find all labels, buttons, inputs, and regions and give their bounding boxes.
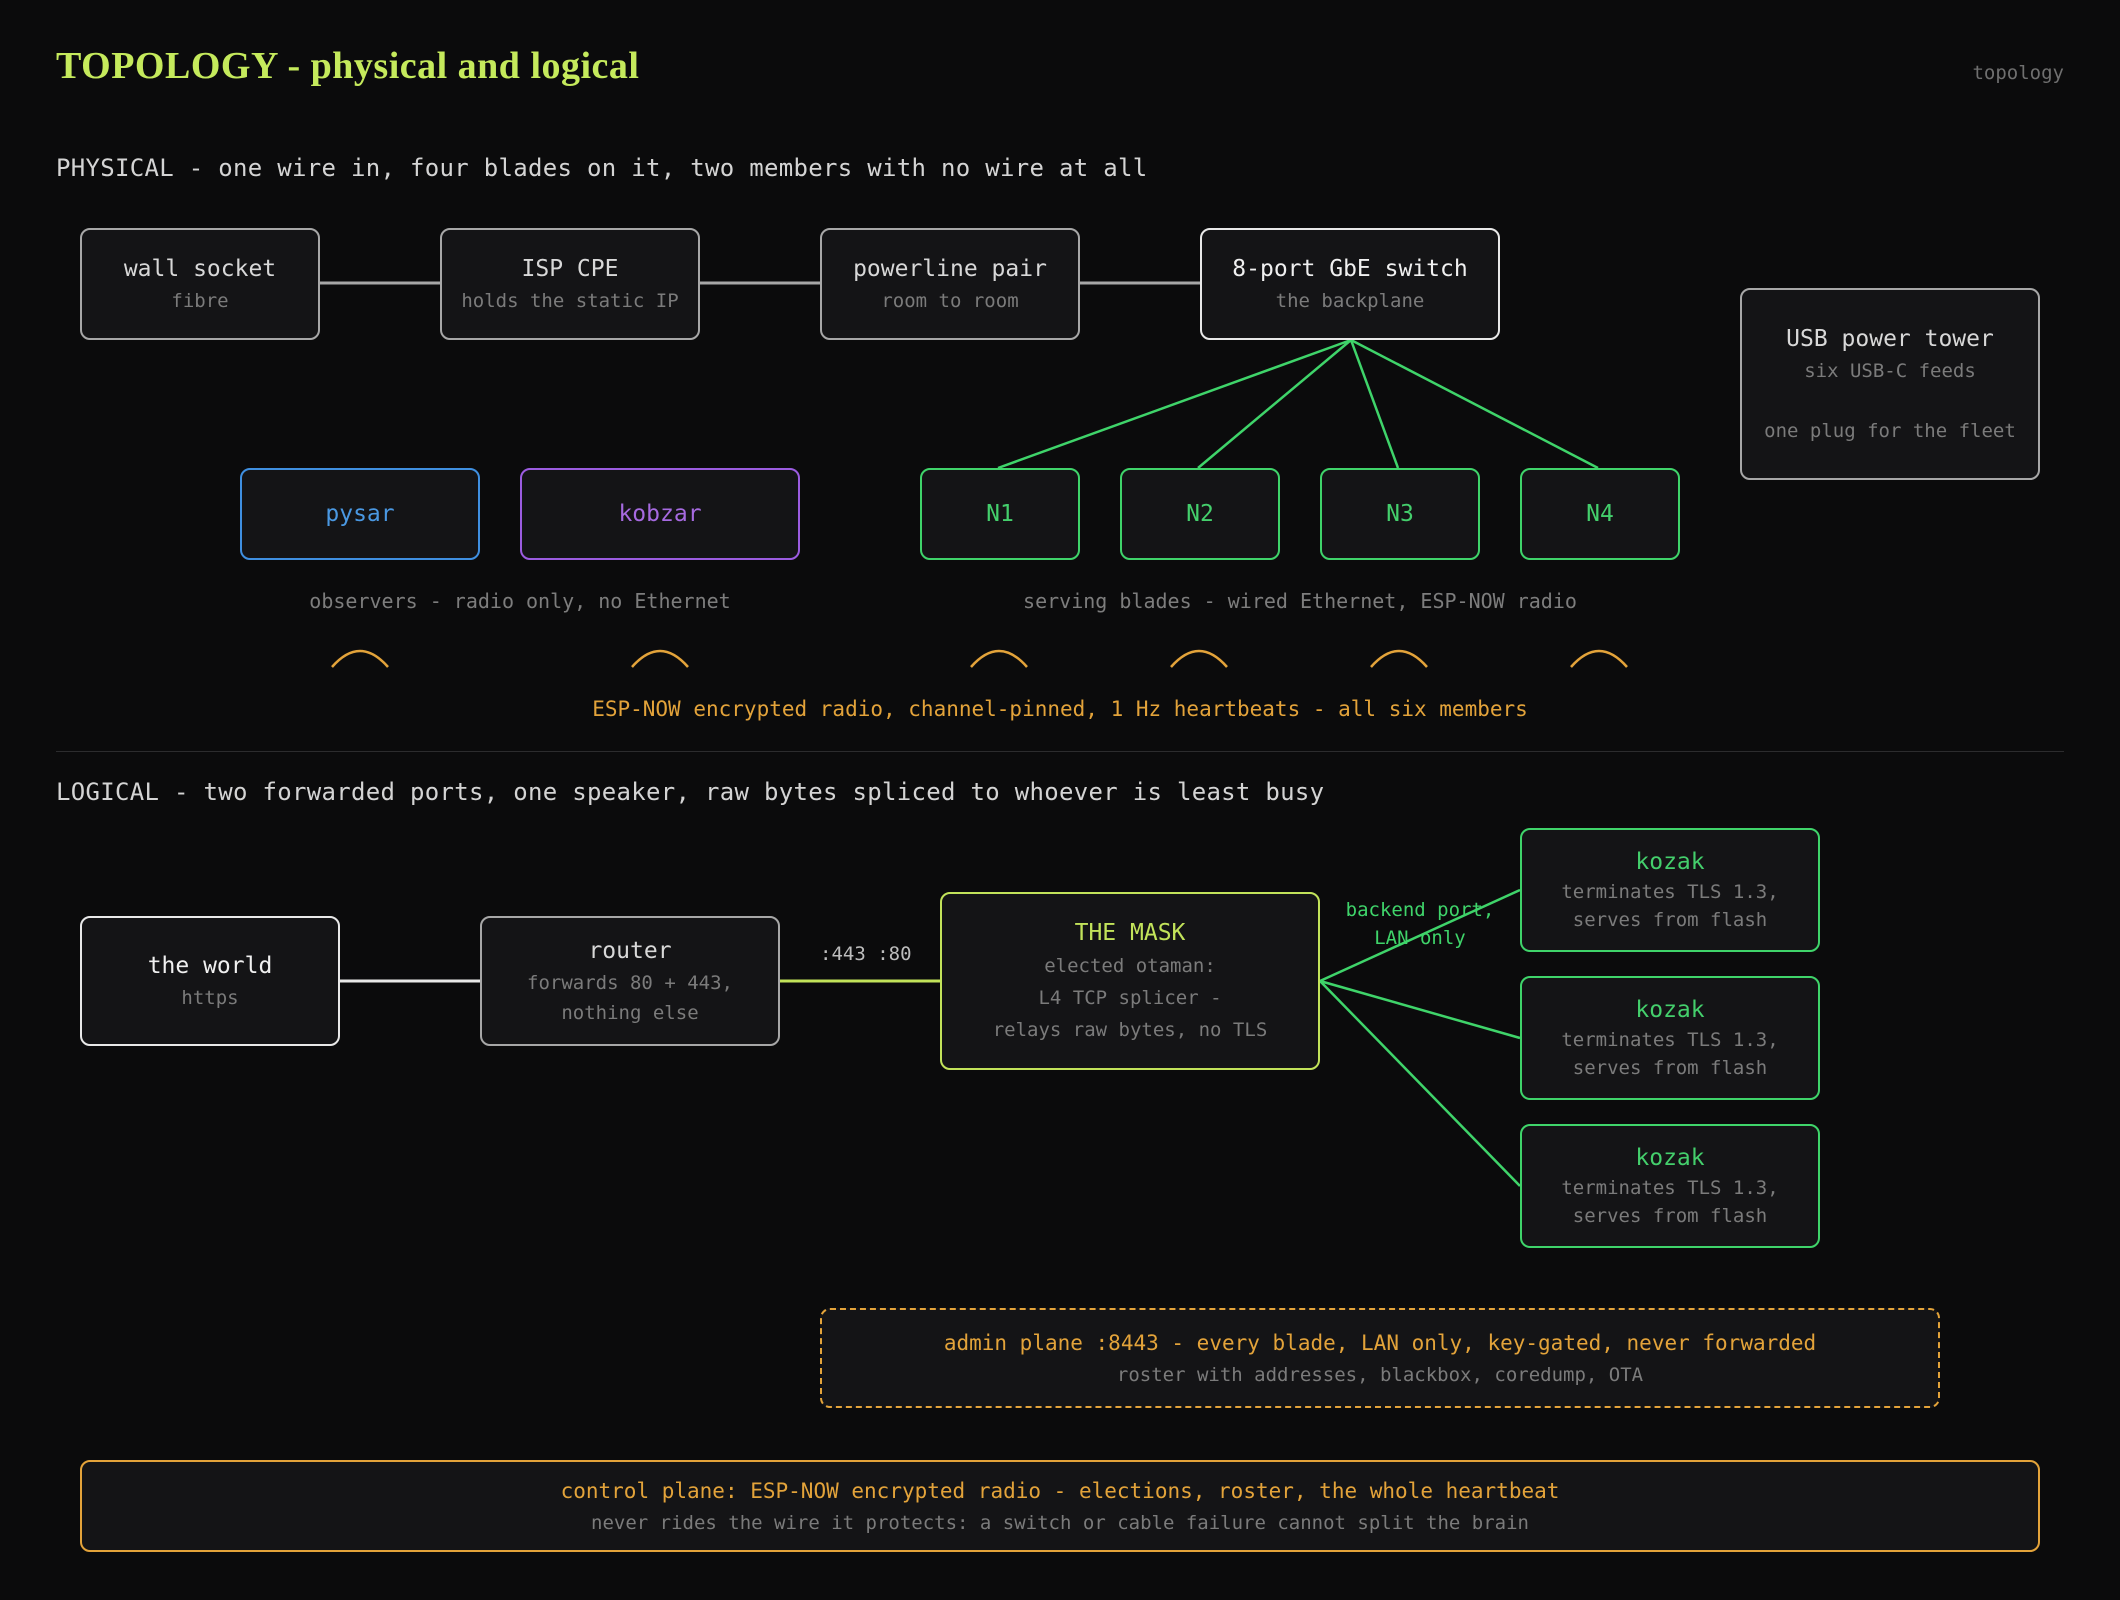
node-label: kozak <box>1635 849 1705 875</box>
blade-n2-node: N2 <box>1120 468 1280 560</box>
wire-mask-kozak-3 <box>1319 980 1521 1187</box>
radio-wave-icon <box>1170 649 1228 668</box>
router-node: router forwards 80 + 443, nothing else <box>480 916 780 1046</box>
blade-n4-node: N4 <box>1520 468 1680 560</box>
backend-label-line: backend port, <box>1345 899 1495 921</box>
node-sublabel: https <box>181 987 239 1009</box>
node-label: N2 <box>1186 501 1214 527</box>
switch-node: 8-port GbE switch the backplane <box>1200 228 1500 340</box>
node-sublabel: room to room <box>881 290 1019 312</box>
radio-wave-icon <box>1370 649 1428 668</box>
radio-wave-icon <box>331 649 389 668</box>
mask-node: THE MASK elected otaman: L4 TCP splicer … <box>940 892 1320 1070</box>
node-label: kozak <box>1635 1145 1705 1171</box>
wall-socket-node: wall socket fibre <box>80 228 320 340</box>
node-label: THE MASK <box>1074 920 1186 946</box>
node-label: ISP CPE <box>521 256 619 282</box>
wire-mask-kozak-2 <box>1319 979 1521 1040</box>
node-sublabel: holds the static IP <box>461 290 679 312</box>
node-label: the world <box>147 953 273 979</box>
node-sublabel: terminates TLS 1.3, <box>1561 881 1779 903</box>
node-sublabel: forwards 80 + 443, <box>527 972 733 994</box>
node-sublabel: fibre <box>171 290 229 312</box>
node-label: N3 <box>1386 501 1414 527</box>
node-label: pysar <box>325 501 395 527</box>
physical-heading: PHYSICAL - one wire in, four blades on i… <box>56 154 1148 182</box>
backend-port-label: backend port, LAN only <box>1340 896 1500 952</box>
observers-caption: observers - radio only, no Ethernet <box>309 589 731 613</box>
radio-caption: ESP-NOW encrypted radio, channel-pinned,… <box>592 697 1528 721</box>
node-label: USB power tower <box>1786 326 1994 352</box>
node-label: kozak <box>1635 997 1705 1023</box>
node-label: wall socket <box>123 256 277 282</box>
blade-n1-node: N1 <box>920 468 1080 560</box>
node-sublabel: serves from flash <box>1572 1205 1768 1227</box>
control-plane-sublabel: never rides the wire it protects: a swit… <box>591 1512 1529 1534</box>
node-label: powerline pair <box>853 256 1047 282</box>
wire-mask-kozak-1 <box>1319 888 1521 983</box>
node-label: kobzar <box>618 501 702 527</box>
powerline-pair-node: powerline pair room to room <box>820 228 1080 340</box>
wire-switch-n4 <box>1350 338 1599 470</box>
logical-heading: LOGICAL - two forwarded ports, one speak… <box>56 778 1325 806</box>
node-sublabel: terminates TLS 1.3, <box>1561 1029 1779 1051</box>
control-plane-box: control plane: ESP-NOW encrypted radio -… <box>80 1460 2040 1552</box>
admin-plane-label: admin plane :8443 - every blade, LAN onl… <box>943 1331 1817 1355</box>
isp-cpe-node: ISP CPE holds the static IP <box>440 228 700 340</box>
admin-plane-sublabel: roster with addresses, blackbox, coredum… <box>1116 1364 1644 1386</box>
backend-label-line: LAN only <box>1374 927 1466 949</box>
admin-plane-box: admin plane :8443 - every blade, LAN onl… <box>820 1308 1940 1408</box>
node-label: N1 <box>986 501 1014 527</box>
wire-switch-n3 <box>1349 339 1400 469</box>
observer-pysar-node: pysar <box>240 468 480 560</box>
kozak-node: kozak terminates TLS 1.3, serves from fl… <box>1520 976 1820 1100</box>
node-sublabel: nothing else <box>561 1002 699 1024</box>
observer-kobzar-node: kobzar <box>520 468 800 560</box>
node-sublabel: serves from flash <box>1572 909 1768 931</box>
usb-power-tower-node: USB power tower six USB-C feeds one plug… <box>1740 288 2040 480</box>
ports-label: :443 :80 <box>820 943 912 965</box>
radio-wave-icon <box>631 649 689 668</box>
wire-switch-n1 <box>997 338 1352 470</box>
blade-n3-node: N3 <box>1320 468 1480 560</box>
node-sublabel: serves from flash <box>1572 1057 1768 1079</box>
radio-wave-icon <box>970 649 1028 668</box>
wire-switch-n2 <box>1197 339 1352 469</box>
page-tag: topology <box>1972 62 2064 84</box>
radio-wave-icon <box>1570 649 1628 668</box>
node-label: 8-port GbE switch <box>1232 256 1468 282</box>
section-divider <box>56 751 2064 752</box>
node-sublabel: the backplane <box>1275 290 1425 312</box>
node-sublabel: elected otaman: <box>1044 955 1216 977</box>
node-sublabel: six USB-C feeds <box>1804 360 1976 382</box>
page-title: TOPOLOGY - physical and logical <box>56 45 640 87</box>
node-label: router <box>588 938 672 964</box>
control-plane-label: control plane: ESP-NOW encrypted radio -… <box>560 1479 1560 1503</box>
world-node: the world https <box>80 916 340 1046</box>
blades-caption: serving blades - wired Ethernet, ESP-NOW… <box>1023 589 1577 613</box>
node-label: N4 <box>1586 501 1614 527</box>
node-sublabel: one plug for the fleet <box>1764 420 2016 442</box>
node-sublabel: L4 TCP splicer - <box>1038 987 1222 1009</box>
kozak-node: kozak terminates TLS 1.3, serves from fl… <box>1520 1124 1820 1248</box>
node-sublabel: relays raw bytes, no TLS <box>992 1019 1268 1041</box>
kozak-node: kozak terminates TLS 1.3, serves from fl… <box>1520 828 1820 952</box>
node-sublabel: terminates TLS 1.3, <box>1561 1177 1779 1199</box>
